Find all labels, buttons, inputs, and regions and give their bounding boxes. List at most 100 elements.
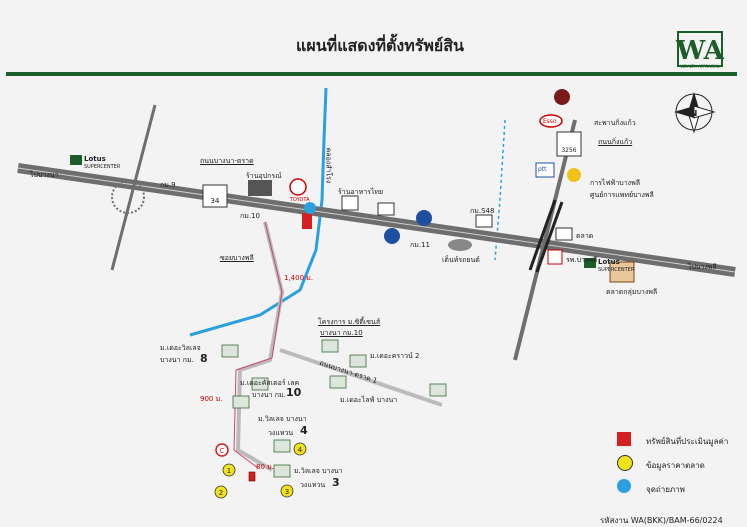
- label-to-bangna: ไปบางนา: [30, 171, 59, 179]
- canal-line: [189, 87, 328, 337]
- left-diag-road: [110, 104, 157, 271]
- label-km9: กม.9: [160, 181, 176, 189]
- north-arrow-icon: [674, 92, 716, 134]
- route-line: [264, 221, 283, 359]
- marker-c-label: C: [220, 447, 225, 455]
- label-life: ม.เดอะไลฟ์ บางนา: [340, 396, 398, 404]
- esso-icon: [539, 114, 563, 128]
- header-rule: [6, 72, 737, 76]
- shop-icon: [248, 180, 272, 196]
- label-castle: ม.เดอะคัสเตอร์ เลค: [240, 379, 300, 387]
- subject-property: [248, 471, 256, 482]
- label-project-city-sub: บางนา กม.10: [320, 329, 363, 337]
- soi-road-2: [279, 348, 443, 407]
- restaurant-icon: [341, 195, 359, 211]
- label-dist-80: 80 ม.: [256, 463, 274, 471]
- label-klong-road: คลองสำโรง: [324, 147, 333, 184]
- legend-market-icon: [617, 455, 633, 471]
- north-letter: N: [691, 109, 698, 118]
- market-icon: [555, 227, 573, 241]
- shell-icon: [567, 168, 581, 182]
- label-castle-sub: บางนา กม.: [252, 391, 286, 399]
- logo-subtitle: WEALTH APPRAISAL: [680, 64, 720, 69]
- bank-icon: [475, 214, 493, 228]
- village-icons: [221, 339, 447, 478]
- marker-1-label: 1: [227, 467, 231, 475]
- route-3256-shield: [556, 131, 582, 157]
- lotus-left-icon: [70, 155, 82, 165]
- label-village3-sub: วงแหวน: [300, 481, 326, 489]
- caltex-icon-2: [416, 210, 432, 226]
- marker-2: [214, 485, 228, 499]
- left-interchange: [111, 180, 145, 214]
- ptt-icon: [535, 162, 555, 178]
- label-km-s48: กม.S48: [470, 207, 495, 215]
- label-bangna-trat: ถนนบางนา-ตราด: [200, 157, 254, 165]
- label-king-kaew: ถนนกิ่งแก้ว: [598, 138, 633, 146]
- marker-3-label: 3: [285, 488, 289, 496]
- photo-point-1: [304, 202, 316, 214]
- marker-1: [222, 463, 236, 477]
- map-title: แผนที่แสดงที่ตั้งทรัพย์สิน: [296, 36, 464, 55]
- label-market-bangphli: ตลาดกลุ่มบางพลี: [606, 288, 658, 296]
- label-soi-bang-phli: ซอยบางพลี: [220, 254, 254, 262]
- label-village4-num: 4: [300, 424, 308, 437]
- marker-3: [280, 484, 294, 498]
- label-village-8-num: 8: [200, 352, 208, 365]
- label-dist-900: 900 ม.: [200, 395, 223, 403]
- marker-4-label: 4: [298, 446, 303, 454]
- label-km10: กม.10: [240, 212, 260, 220]
- marker-4: [293, 442, 307, 456]
- legend-subject-icon: [617, 432, 631, 446]
- label-village-8-sub: บางนา กม.: [160, 356, 194, 364]
- legend-subject-label: ทรัพย์สินที่ประเมินมูลค่า: [646, 437, 729, 446]
- label-service-center: ศูนย์การแพทย์บางพลี: [590, 191, 654, 199]
- route-34-shield: [202, 184, 228, 208]
- king-kaew-road-2: [528, 199, 557, 271]
- label-village4-sub: วงแหวน: [268, 429, 294, 437]
- car-icon: [448, 239, 472, 251]
- label-dist-1400: 1,400 ม.: [284, 274, 314, 282]
- reference-code: รหัสงาน WA(BKK)/BAM-66/0224: [600, 516, 723, 525]
- label-bridge-kaew: สะพานกิ่งแก้ว: [594, 119, 636, 127]
- route-3256-number: 3256: [561, 147, 576, 154]
- label-lotus-right: Lotus: [598, 258, 620, 266]
- toyota-icon: [289, 178, 307, 196]
- label-shop-right: ร้านอาหารไทย: [338, 188, 384, 196]
- legend-photo-label: จุดถ่ายภาพ: [646, 485, 685, 494]
- label-project-city: โครงการ ม.ซิตี้เซนส์: [318, 318, 381, 326]
- label-km11: กม.11: [410, 241, 430, 249]
- label-village-8: ม.เดอะวิลเลจ: [160, 344, 201, 352]
- hospital-icon: [547, 249, 563, 265]
- label-lotus-right-sub: SUPERCENTER: [598, 267, 635, 273]
- label-lotus-left-sub: SUPERCENTER: [84, 164, 121, 170]
- route-34-number: 34: [211, 197, 220, 205]
- label-castle-num: 10: [286, 386, 302, 399]
- market-cluster-icon: [609, 261, 635, 283]
- label-used-cars: เต็นท์รถยนต์: [442, 256, 480, 264]
- toyota-tower-icon: [302, 213, 312, 229]
- label-market: ตลาด: [576, 232, 594, 240]
- legend-photo-icon: [617, 479, 631, 493]
- king-kaew-road: [513, 119, 577, 361]
- label-esso: Esso: [543, 118, 557, 125]
- label-crown-2: ม.เดอะคราวน์ 2: [370, 352, 420, 360]
- label-lotus-left: Lotus: [84, 155, 106, 163]
- king-kaew-road-3: [535, 201, 564, 273]
- marker-2-label: 2: [219, 489, 223, 497]
- label-ptt: ptt: [538, 166, 547, 173]
- label-shop-line: ร้านอุปกรณ์: [246, 172, 282, 180]
- label-village4: ม.วิลเลจ บางนา: [258, 415, 307, 423]
- honda-icon: [377, 202, 395, 216]
- caltex-icon-1: [384, 228, 400, 244]
- marker-c: [215, 443, 229, 457]
- wa-logo: WA: [675, 31, 725, 67]
- legend-market-label: ข้อมูลราคาตลาด: [646, 461, 705, 470]
- pinwheel-icon: [554, 89, 570, 105]
- label-toyota: TOYOTA: [290, 197, 310, 203]
- label-zone-bang-phli: รพ.บางพลี: [566, 256, 598, 264]
- label-village3: ม.วิลเลจ บางนา: [294, 467, 343, 475]
- route-line-2: [233, 357, 273, 469]
- label-to-bangphli: ไปบางพลี: [688, 263, 717, 271]
